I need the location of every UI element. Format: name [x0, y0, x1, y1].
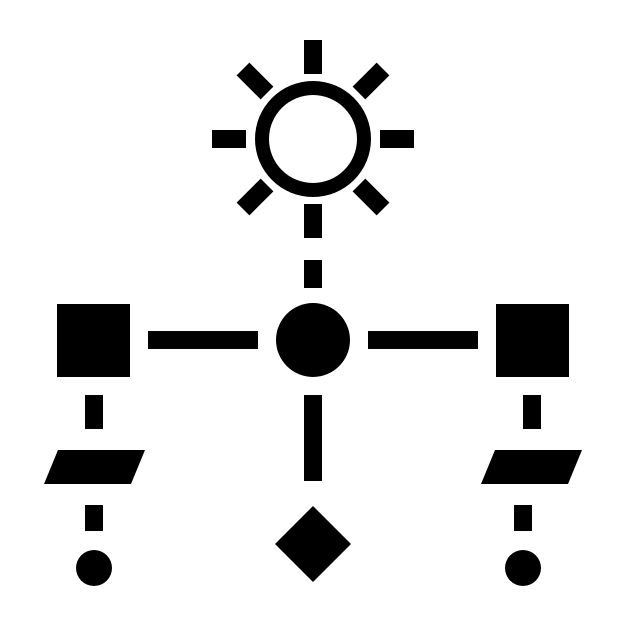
- left-upper-connector: [85, 395, 103, 429]
- left-connector: [148, 331, 258, 349]
- right-data-node: [481, 450, 582, 484]
- gear-tooth-top-right: [352, 62, 390, 100]
- right-end-node: [505, 550, 541, 586]
- decision-node: [275, 506, 351, 582]
- bottom-connector: [304, 395, 322, 481]
- left-end-node: [76, 550, 112, 586]
- right-connector: [368, 331, 478, 349]
- gear-tooth-top: [304, 40, 322, 74]
- gear-tooth-right: [380, 130, 414, 148]
- gear-tooth-bottom-right: [352, 178, 390, 216]
- right-lower-connector: [514, 505, 532, 531]
- gear-icon: [212, 40, 414, 238]
- hub-node: [276, 303, 350, 377]
- right-upper-connector: [523, 395, 541, 429]
- left-data-node: [44, 450, 145, 484]
- gear-tooth-bottom-left: [236, 178, 274, 216]
- left-process-node: [57, 304, 130, 377]
- gear-tooth-top-left: [236, 62, 274, 100]
- gear-tooth-bottom: [304, 204, 322, 238]
- right-process-node: [496, 304, 569, 377]
- gear-connector: [304, 260, 322, 288]
- gear-hole: [269, 95, 357, 183]
- left-lower-connector: [85, 505, 103, 531]
- gear-tooth-left: [212, 130, 246, 148]
